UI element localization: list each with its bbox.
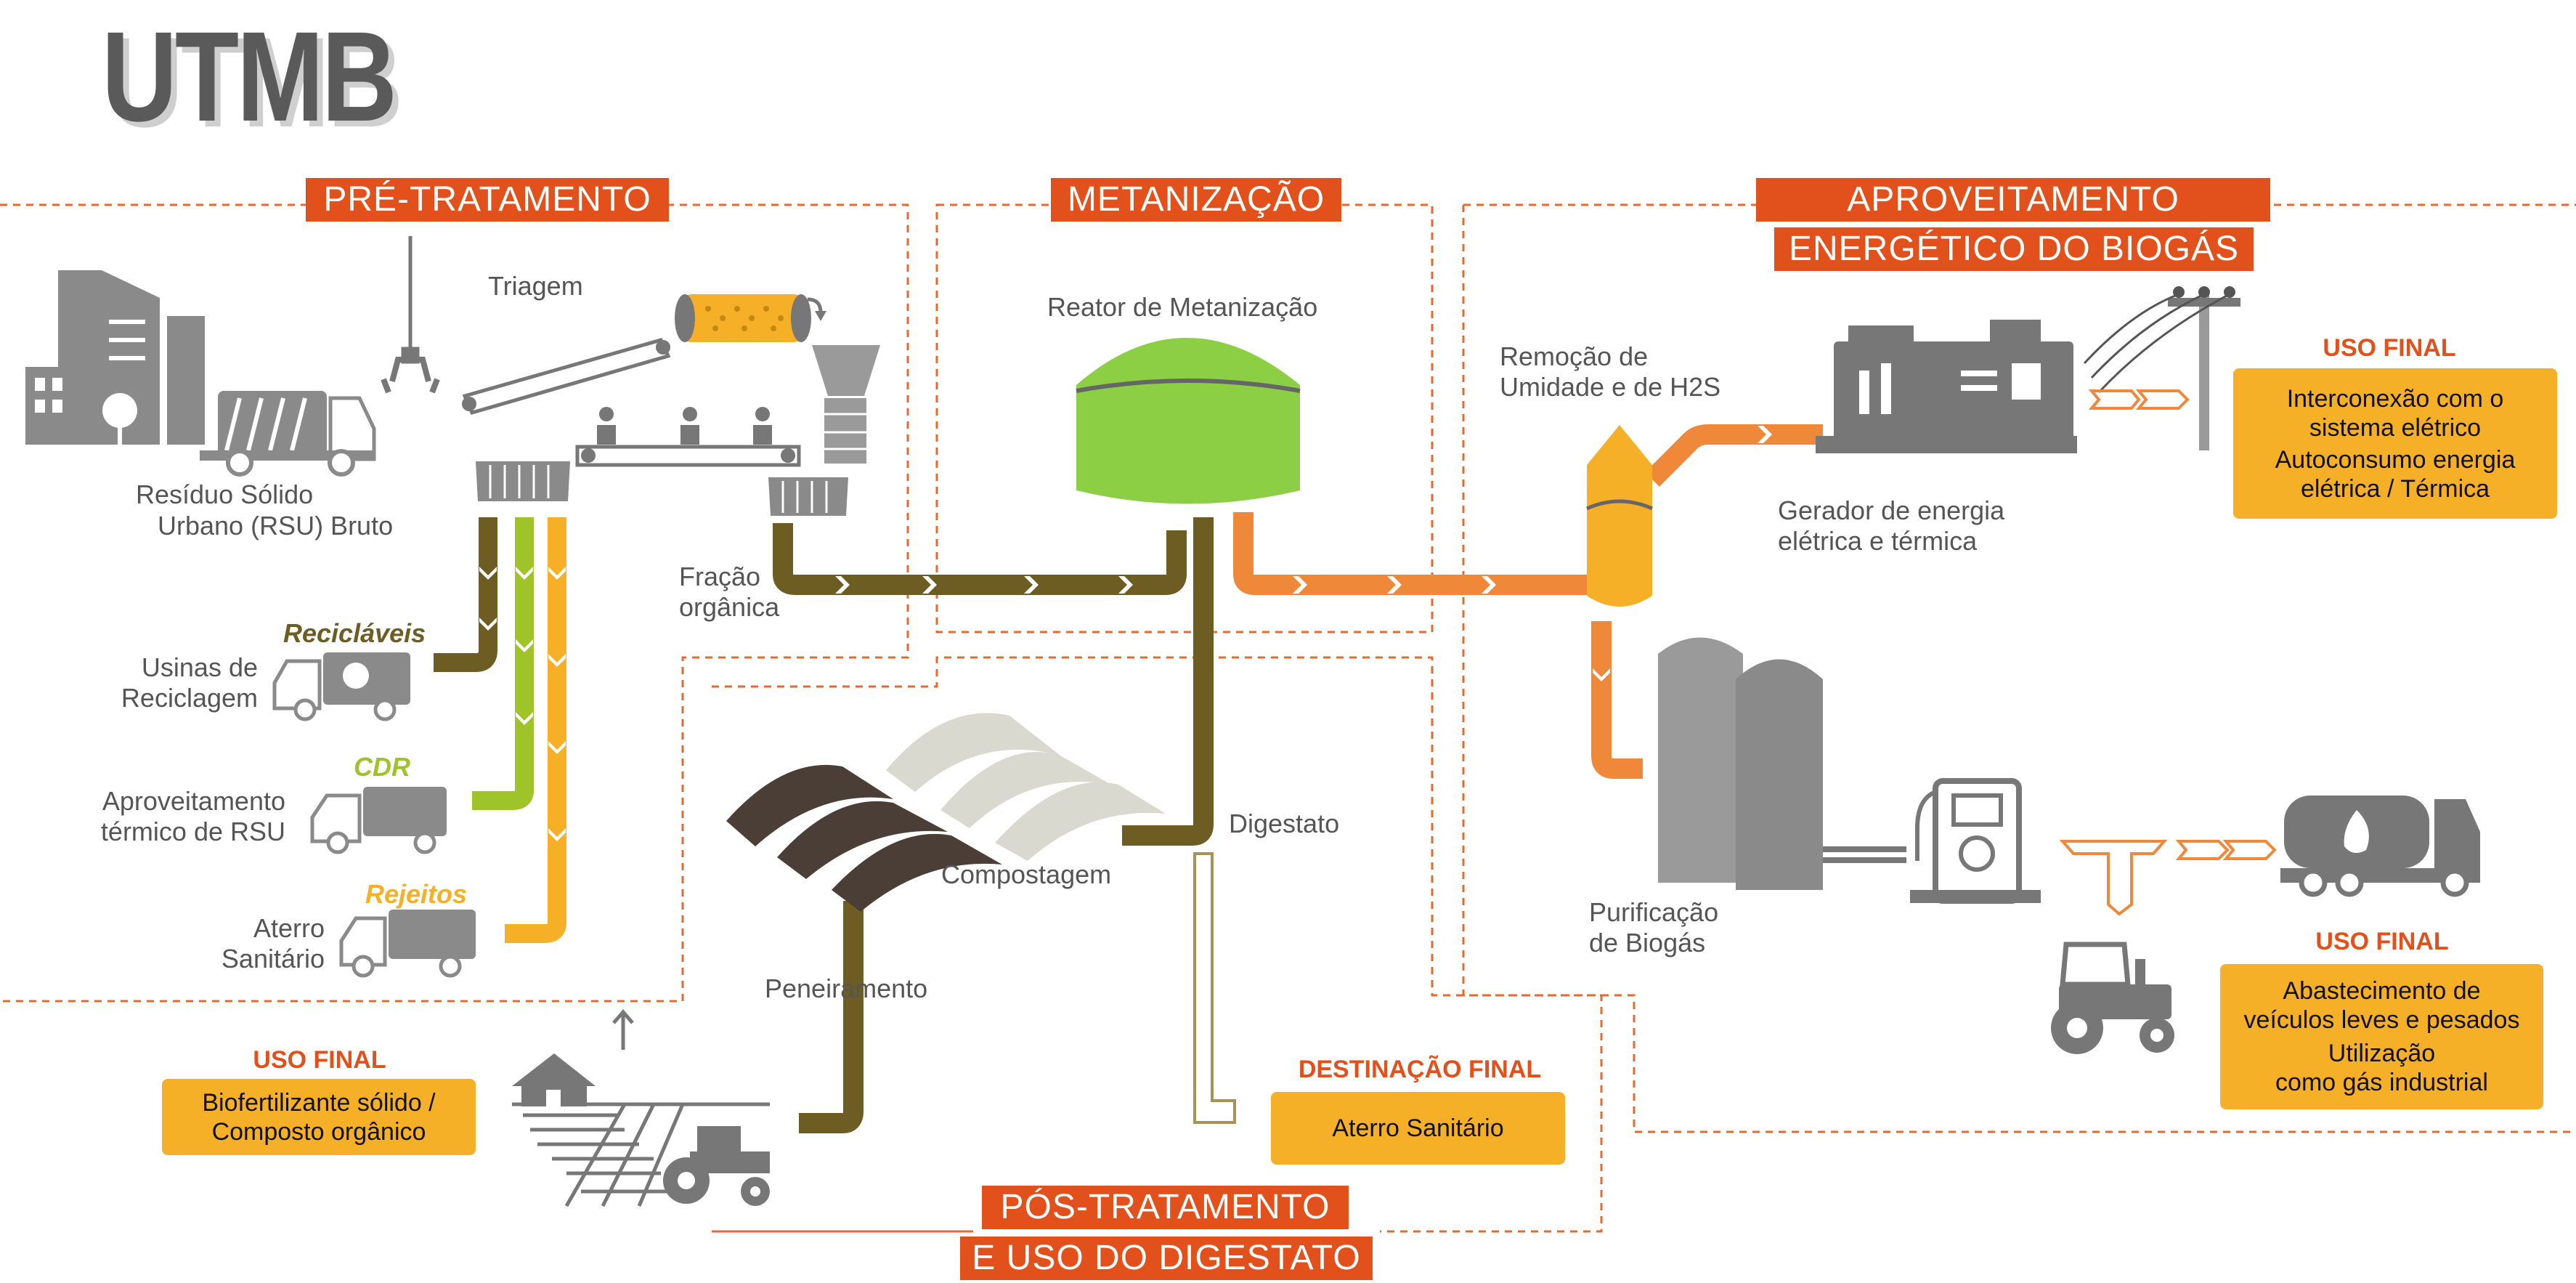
buildings-icon (25, 270, 205, 445)
label-triagem: Triagem (488, 271, 583, 301)
rejeitos-truck-icon (339, 910, 476, 978)
label-digestato: Digestato (1229, 809, 1340, 838)
fuel-pump-icon (1910, 778, 2041, 904)
label-aprov-termico-line1: Aproveitamento (102, 786, 285, 816)
label-rsu-line1: Resíduo Sólido (136, 479, 314, 509)
uso-final-biogas-title: USO FINAL (2315, 928, 2449, 955)
crane-claw-icon (381, 236, 440, 394)
uso-final-composto-box: Biofertilizante sólido / Composto orgâni… (162, 1079, 476, 1155)
uso-final-energia-line4: elétrica / Térmica (2300, 474, 2490, 503)
uso-final-composto-line2: Composto orgânico (211, 1117, 426, 1146)
flow-reciclaveis (434, 517, 497, 672)
label-usinas-line1: Usinas de (141, 652, 258, 682)
label-gerador-line2: elétrica e térmica (1778, 526, 1978, 556)
pos-tratamento-border (712, 656, 1603, 1233)
workers-icon (575, 407, 801, 467)
flow-fracao-organica (773, 523, 1187, 595)
reactor-dome-icon (1076, 338, 1301, 504)
garbage-truck-icon (200, 391, 376, 477)
uso-final-energia-line3: Autoconsumo energia (2275, 445, 2516, 474)
flow-digestato-to-aterro (1193, 852, 1236, 1124)
label-purificacao-line2: de Biogás (1589, 928, 1706, 958)
sorting-bin-left (476, 461, 570, 501)
flow-digestato (1122, 517, 1214, 846)
label-remocao-line1: Remoção de (1500, 341, 1649, 371)
label-compostagem: Compostagem (941, 859, 1112, 889)
destinacao-final-box: Aterro Sanitário (1271, 1092, 1565, 1165)
label-remocao-line2: Umidade e de H2S (1500, 372, 1721, 402)
label-reator: Reator de Metanização (1047, 292, 1318, 322)
label-gerador-line1: Gerador de energia (1778, 495, 2005, 525)
conveyor-belt-icon (462, 338, 671, 416)
uso-final-biogas-line2: veículos leves e pesados (2243, 1006, 2520, 1034)
cdr-truck-icon (310, 787, 447, 854)
section-title-metanizacao: METANIZAÇÃO (1051, 178, 1341, 222)
flow-biogas-chevrons (1293, 426, 1772, 681)
destinacao-final-title: DESTINAÇÃO FINAL (1298, 1056, 1542, 1083)
generator-icon (1816, 320, 2077, 453)
flow-chevrons-vertical (479, 567, 566, 841)
gas-tanker-truck-icon (2280, 796, 2480, 897)
flow-biogas (1233, 424, 1823, 779)
uso-final-biogas-line1: Abastecimento de (2283, 977, 2481, 1005)
category-rejeitos: Rejeitos (365, 879, 468, 909)
recycling-truck-icon (272, 652, 410, 721)
label-fracao-line1: Fração (679, 562, 761, 591)
label-usinas-line2: Reciclagem (121, 683, 258, 713)
label-aterro-line2: Sanitário (221, 944, 325, 974)
section-title-aproveitamento-1: APROVEITAMENTO (1756, 178, 2270, 222)
uso-final-composto-title: USO FINAL (253, 1046, 386, 1074)
hollow-arrow-energy (2088, 389, 2190, 410)
category-reciclaveis: Recicláveis (283, 618, 426, 648)
hollow-arrows-vehicles (2059, 840, 2277, 916)
scrubber-tower-icon (1585, 425, 1654, 607)
uso-final-energia-line1: Interconexão com o (2286, 384, 2504, 413)
section-title-pre-tratamento: PRÉ-TRATAMENTO (306, 178, 669, 222)
category-cdr: CDR (354, 752, 410, 782)
label-purificacao-line1: Purificação (1589, 897, 1719, 927)
sorting-bin-right (768, 477, 848, 516)
section-title-aproveitamento-2: ENERGÉTICO DO BIOGÁS (1774, 227, 2254, 271)
pre-tratamento-border (0, 203, 909, 1003)
section-title-pos-tratamento-2: E USO DO DIGESTATO (960, 1237, 1373, 1280)
destinacao-final-line1: Aterro Sanitário (1332, 1114, 1504, 1142)
uso-final-composto-line1: Biofertilizante sólido / (202, 1088, 436, 1117)
flow-rejeitos (505, 517, 566, 943)
flow-peneiramento (799, 901, 864, 1133)
uso-final-biogas-line3: Utilização (2328, 1040, 2436, 1067)
trommel-screen-icon (675, 294, 826, 342)
uso-final-biogas-box: Abastecimento de veículos leves e pesado… (2220, 964, 2543, 1109)
label-rsu-line2: Urbano (RSU) Bruto (158, 511, 394, 541)
compost-windrows-icon (726, 713, 1166, 912)
section-title-pos-tratamento-1: PÓS-TRATAMENTO (982, 1186, 1349, 1229)
label-aterro-line1: Aterro (253, 913, 325, 943)
gas-tanks-icon (1658, 637, 1906, 890)
label-fracao-line2: orgânica (679, 592, 780, 622)
farm-tractor-icon (663, 1126, 770, 1206)
hopper-icon (812, 345, 880, 464)
tractor-icon (2051, 942, 2174, 1054)
label-aprov-termico-line2: térmico de RSU (100, 817, 285, 846)
up-arrow-icon (612, 1009, 634, 1050)
uso-final-energia-title: USO FINAL (2323, 334, 2456, 362)
uso-final-biogas-line4: como gás industrial (2275, 1069, 2488, 1096)
house-icon (512, 1053, 596, 1106)
utmb-logo: UTMB (102, 6, 397, 148)
power-pole-icon (2083, 286, 2240, 450)
label-peneiramento: Peneiramento (765, 974, 928, 1003)
uso-final-energia-box: Interconexão com o sistema elétrico Auto… (2233, 368, 2557, 519)
uso-final-energia-line2: sistema elétrico (2309, 413, 2482, 442)
flow-chevrons-horizontal (835, 576, 1133, 594)
flow-cdr (472, 517, 534, 810)
